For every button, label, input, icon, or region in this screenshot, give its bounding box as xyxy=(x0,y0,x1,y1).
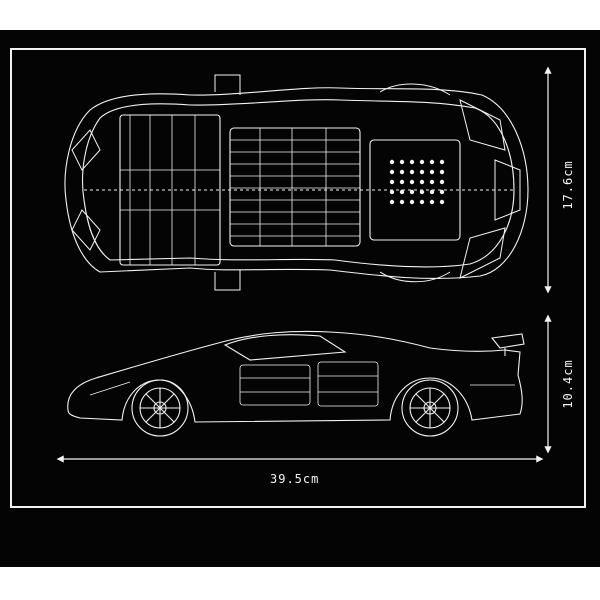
front-frame-lines xyxy=(120,115,220,265)
width-dimension-label: 39.5cm xyxy=(270,472,320,486)
rear-body-panels xyxy=(459,99,521,279)
engine-grid xyxy=(389,159,445,205)
rear-wheel xyxy=(401,379,459,437)
front-headlights xyxy=(71,129,101,251)
front-wheel xyxy=(131,379,189,437)
side-view-outline xyxy=(67,330,523,423)
side-window xyxy=(223,334,347,361)
top-view-outline xyxy=(64,87,529,280)
cabin-panel xyxy=(229,127,361,247)
front-frame-block xyxy=(119,114,221,266)
side-body-panels xyxy=(89,361,515,407)
blueprint-frame xyxy=(10,48,586,508)
height-dimension-label: 10.4cm xyxy=(561,359,575,409)
top-wheel-arches xyxy=(214,74,451,291)
engine-bay xyxy=(369,139,461,241)
dimension-arrows xyxy=(56,66,552,463)
car-side-view xyxy=(67,330,525,437)
length-dimension-label: 17.6cm xyxy=(561,160,575,210)
rear-wing xyxy=(490,333,525,349)
car-top-view xyxy=(64,74,529,291)
cabin-plank-lines xyxy=(230,128,360,246)
top-view-inner-outline xyxy=(82,99,515,268)
